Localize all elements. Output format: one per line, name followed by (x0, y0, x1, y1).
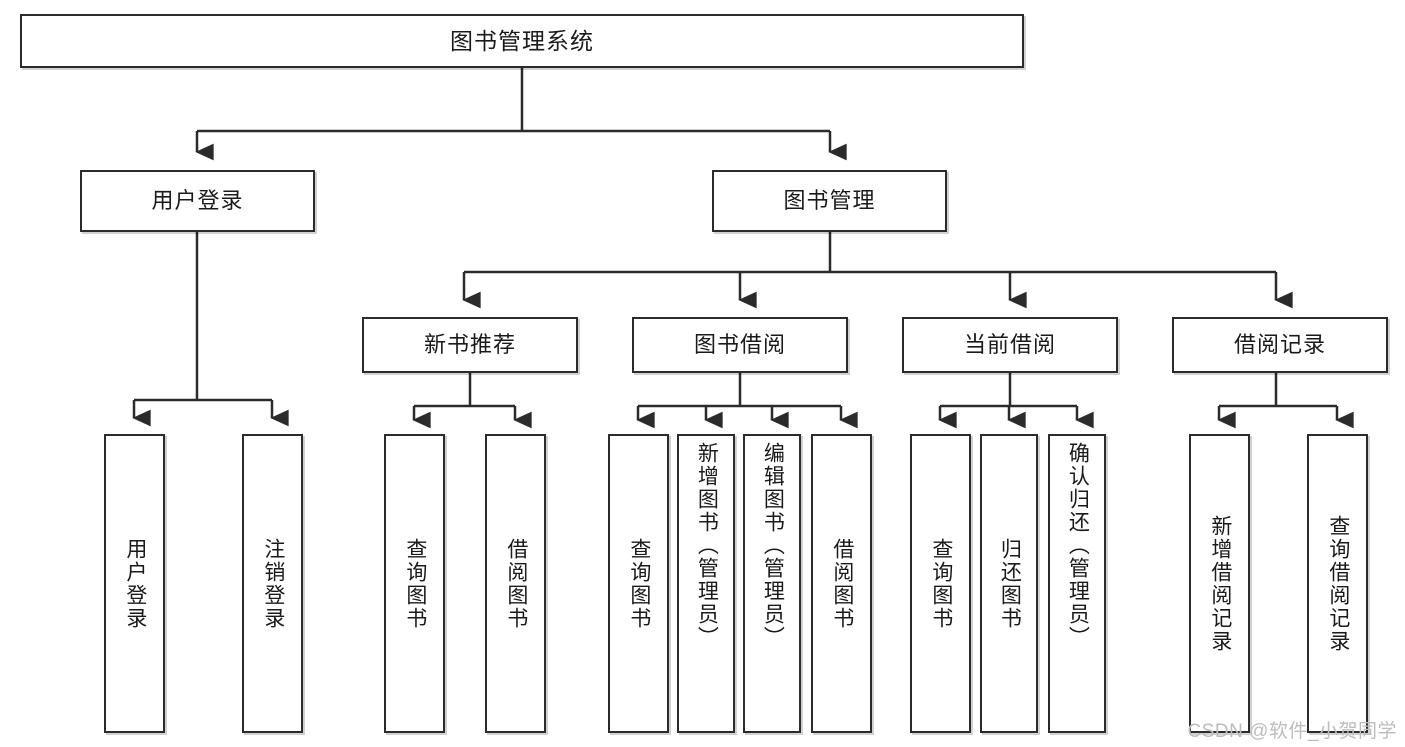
csdn-watermark: CSDN @软件_小贺同学 (1187, 721, 1397, 742)
node-book-management-system[interactable]: 图书管理系统 (20, 14, 1024, 68)
node-borrowing-records[interactable]: 借阅记录 (1172, 317, 1388, 373)
leaf-query-book-borrow[interactable]: 查询图书 (608, 434, 669, 733)
node-current-borrowing[interactable]: 当前借阅 (902, 317, 1118, 373)
leaf-borrow-book[interactable]: 借阅图书 (811, 434, 872, 733)
node-new-book-recommendation[interactable]: 新书推荐 (362, 317, 578, 373)
leaf-confirm-return-admin[interactable]: 确认归还（管理员） (1048, 434, 1106, 733)
leaf-return-book[interactable]: 归还图书 (980, 434, 1038, 733)
node-book-management[interactable]: 图书管理 (712, 170, 947, 232)
leaf-query-book-recommend[interactable]: 查询图书 (384, 434, 445, 733)
leaf-edit-book-admin[interactable]: 编辑图书（管理员） (743, 434, 801, 733)
node-book-borrowing[interactable]: 图书借阅 (632, 317, 848, 373)
leaf-user-login[interactable]: 用户登录 (104, 434, 165, 733)
leaf-add-borrow-record[interactable]: 新增借阅记录 (1189, 434, 1250, 733)
leaf-query-borrow-record[interactable]: 查询借阅记录 (1307, 434, 1368, 733)
node-user-login[interactable]: 用户登录 (80, 170, 315, 232)
leaf-logout[interactable]: 注销登录 (242, 434, 303, 733)
leaf-add-book-admin[interactable]: 新增图书（管理员） (677, 434, 735, 733)
leaf-query-book-current[interactable]: 查询图书 (910, 434, 971, 733)
leaf-borrow-book-recommend[interactable]: 借阅图书 (485, 434, 546, 733)
